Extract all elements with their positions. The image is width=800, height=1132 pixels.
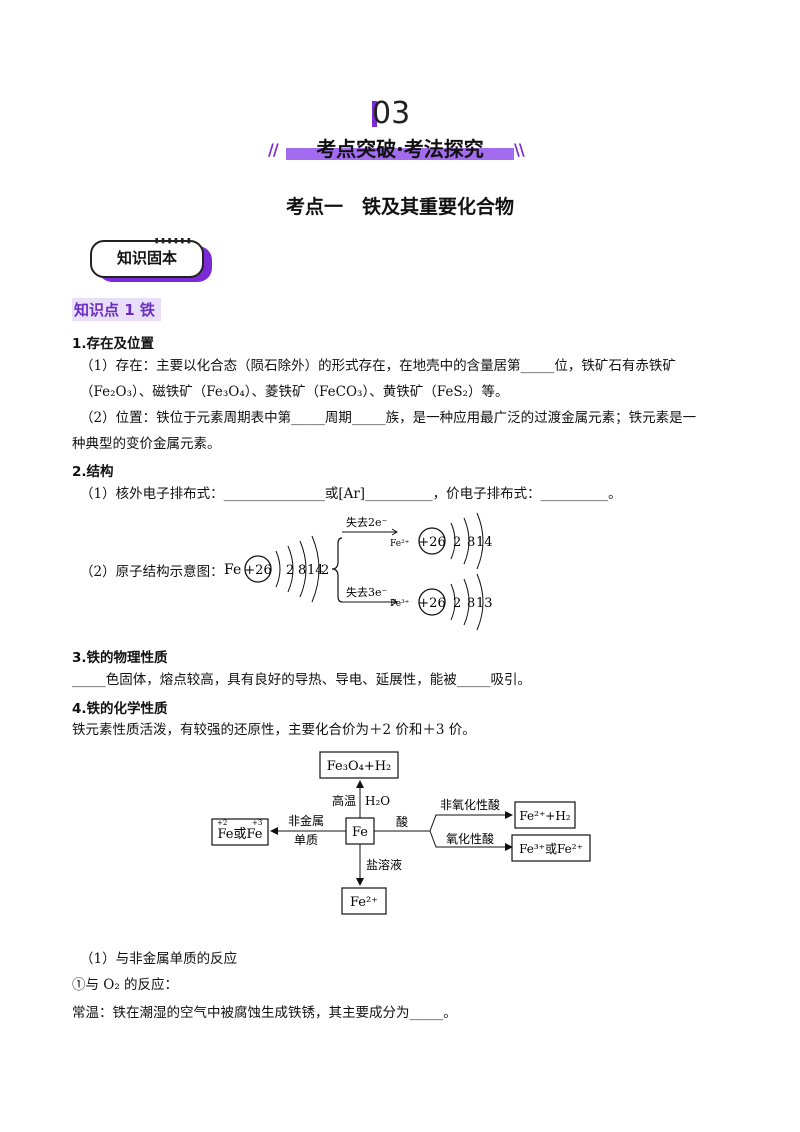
section-banner: 考点突破·考法探究 (286, 133, 514, 161)
paragraph-line: 常温：铁在潮湿的空气中被腐蚀生成铁锈，其主要成分为_____。 (72, 1005, 457, 1021)
shell-arc (463, 578, 470, 626)
shell-arc (299, 540, 307, 598)
shell-arc (287, 545, 294, 593)
shell-count: 2 (321, 563, 329, 578)
paragraph-line: （1）核外电子排布式：_______________或[Ar]_________… (80, 486, 622, 502)
nucleus-circle (244, 555, 272, 583)
paragraph-line: （2）位置：铁位于元素周期表中第_____周期_____族，是一种应用最广泛的过… (80, 410, 697, 426)
nucleus-circle (418, 588, 446, 616)
paragraph-line: （2）原子结构示意图： (80, 564, 224, 580)
slash-decoration-icon: \\ (514, 140, 525, 159)
number-accent-bar (372, 101, 377, 127)
flow-label: 非氧化性酸 (440, 797, 500, 812)
notebook-rings-icon: ▮▮▮▮▮▮ (154, 236, 193, 246)
section-heading: 1.存在及位置 (72, 336, 155, 352)
flow-label: 酸 (396, 814, 408, 829)
paragraph-line: 种典型的变价金属元素。 (72, 436, 221, 452)
slash-decoration-icon: // (268, 140, 279, 159)
flow-box-bottom (341, 887, 387, 915)
paragraph-line: （Fe₂O₃）、磁铁矿（Fe₃O₄）、菱铁矿（FeCO₃）、黄铁矿（FeS₂）等… (80, 384, 509, 400)
flow-box-left-text: Fe或Fe (217, 827, 262, 842)
badge-box (90, 240, 204, 278)
shell-count: 13 (476, 596, 493, 611)
shell-count: 8 (467, 596, 475, 611)
flow-box-right-upper-text: Fe²⁺+H₂ (519, 809, 570, 823)
knowledge-badge: ▮▮▮▮▮▮ 知识固本 (90, 236, 212, 282)
shell-arc (476, 573, 484, 631)
page-title: 考点一 铁及其重要化合物 (285, 196, 514, 218)
nucleus-charge: +26 (418, 535, 445, 550)
paragraph-line: 铁元素性质活泼，有较强的还原性，主要化合价为＋2 价和＋3 价。 (72, 722, 476, 738)
arrow-head-icon (391, 528, 398, 536)
flow-label: 高温 (332, 793, 356, 808)
branch-label: 失去2e⁻ (346, 516, 388, 529)
iron-reaction-flowchart: Fe₃O₄+H₂ Fe 高温 H₂O +2 +3 Fe或Fe 非金属 单质 盐溶… (211, 751, 591, 915)
oxidation-state: +2 (217, 819, 227, 827)
flow-box-right-upper (514, 801, 576, 829)
atomic-structure-diagram: Fe +26 2 8 14 2 失去2e⁻ Fe²⁺ +26 2 8 14 失去… (224, 512, 493, 631)
shell-count: 8 (298, 563, 306, 578)
knowledge-point-heading: 知识点 1 铁 (72, 298, 161, 321)
flow-label: 盐溶液 (366, 857, 402, 872)
section-heading: 3.铁的物理性质 (72, 650, 168, 666)
badge-text: 知识固本 (116, 249, 177, 267)
shell-count: 2 (453, 535, 461, 550)
oxidation-state: +3 (252, 819, 262, 827)
shell-count: 2 (286, 563, 294, 578)
flow-box-bottom-text: Fe²⁺ (350, 895, 378, 910)
flow-label: 氧化性酸 (446, 831, 494, 846)
section-number: 03 (372, 96, 411, 131)
banner-highlight (286, 148, 514, 160)
shell-count: 8 (467, 535, 475, 550)
shell-arc (463, 517, 470, 565)
arrow-head-icon (391, 598, 398, 606)
branch-label: 失去3e⁻ (346, 586, 388, 599)
arrow-line (429, 811, 513, 832)
flow-box-top (319, 751, 399, 779)
shell-arc (476, 512, 484, 570)
flow-box-right-lower-text: Fe³⁺或Fe²⁺ (519, 842, 583, 856)
paragraph-line: _____色固体，熔点较高，具有良好的导热、导电、延展性，能被_____吸引。 (72, 672, 531, 688)
nucleus-circle (418, 527, 446, 555)
arrow-line (429, 830, 513, 851)
paragraph-line: （1）与非金属单质的反应 (80, 951, 238, 967)
paragraph-line: ①与 O₂ 的反应： (72, 977, 179, 993)
flow-label: 非金属 (288, 813, 324, 828)
flow-box-top-text: Fe₃O₄+H₂ (327, 759, 392, 774)
banner-text: 考点突破·考法探究 (316, 137, 484, 161)
shell-arc (275, 550, 281, 588)
flow-label: 单质 (294, 833, 318, 847)
nucleus-charge: +26 (244, 563, 271, 578)
shell-count: 14 (307, 563, 324, 578)
ion-symbol: Fe²⁺ (390, 539, 410, 549)
shell-arc (311, 535, 320, 603)
shell-arc (450, 522, 456, 560)
ion-symbol: Fe³⁺ (390, 599, 410, 609)
brace (331, 537, 343, 603)
flow-box-left (211, 818, 269, 846)
nucleus-charge: +26 (418, 596, 445, 611)
section-heading: 4.铁的化学性质 (72, 701, 168, 717)
flow-box-right-lower (511, 834, 591, 862)
paragraph-line: （1）存在：主要以化合态（陨石除外）的形式存在，在地壳中的含量居第_____位，… (80, 358, 676, 374)
shell-count: 2 (453, 596, 461, 611)
shell-count: 14 (476, 535, 493, 550)
section-heading: 2.结构 (72, 464, 114, 480)
atom-symbol: Fe (224, 562, 241, 578)
flow-box-center-text: Fe (352, 825, 368, 840)
flow-label: H₂O (365, 794, 390, 808)
shell-arc (450, 583, 456, 621)
